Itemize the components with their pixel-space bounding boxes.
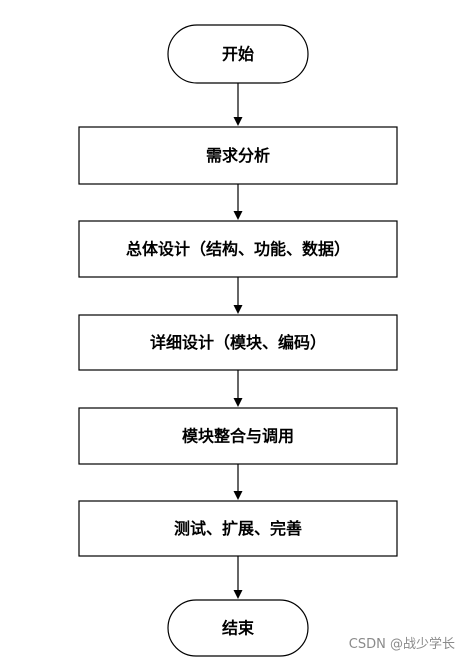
arrowhead-integration xyxy=(233,398,243,407)
overall-design-node: 总体设计（结构、功能、数据） xyxy=(78,220,398,278)
start-label: 开始 xyxy=(222,45,254,64)
csdn-watermark: CSDN @战少学长 xyxy=(348,637,455,652)
overall-design-process-box xyxy=(78,220,398,278)
requirements-label: 需求分析 xyxy=(206,146,270,165)
arrowhead-testing xyxy=(233,491,243,500)
end-label: 结束 xyxy=(221,619,255,638)
end-node: 结束 xyxy=(167,599,309,657)
start-node: 开始 xyxy=(167,24,309,84)
detailed-design-node: 详细设计（模块、编码） xyxy=(78,314,398,371)
integration-node: 模块整合与调用 xyxy=(78,407,398,465)
requirements-node: 需求分析 xyxy=(78,126,398,185)
integration-label: 模块整合与调用 xyxy=(182,427,294,446)
arrowhead-requirements xyxy=(233,117,243,126)
end-terminal-shape xyxy=(167,599,309,657)
nodes-layer: 开始 需求分析 总体设计（结构、功能、数据） 详细设计（模块、编码） 模块整合与… xyxy=(78,24,398,657)
edges-layer xyxy=(233,83,243,599)
arrowhead-end xyxy=(233,590,243,599)
testing-node: 测试、扩展、完善 xyxy=(78,500,398,557)
testing-process-box xyxy=(78,500,398,557)
arrowhead-detailed-design xyxy=(233,305,243,314)
integration-process-box xyxy=(78,407,398,465)
detailed-design-label: 详细设计（模块、编码） xyxy=(150,333,326,352)
arrowhead-overall-design xyxy=(233,211,243,220)
detailed-design-process-box xyxy=(78,314,398,371)
overall-design-label: 总体设计（结构、功能、数据） xyxy=(126,240,350,259)
start-terminal-shape xyxy=(167,24,309,84)
requirements-process-box xyxy=(78,126,398,185)
testing-label: 测试、扩展、完善 xyxy=(174,519,302,538)
